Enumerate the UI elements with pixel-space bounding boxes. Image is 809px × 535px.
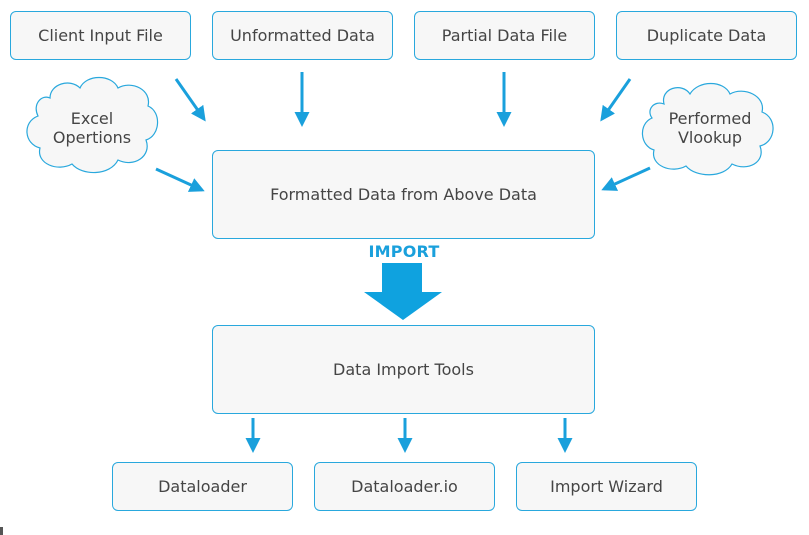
output-box-dataloader-io: Dataloader.io <box>314 462 495 511</box>
import-arrow <box>364 263 442 320</box>
arrow-excel-to-formatted <box>155 167 205 192</box>
output-box-dataloader: Dataloader <box>112 462 293 511</box>
cloud-line: Excel <box>70 109 114 128</box>
source-box-duplicate-data: Duplicate Data <box>616 11 797 60</box>
cloud-line: Vlookup <box>677 128 743 147</box>
cloud-line: Performed <box>668 109 752 128</box>
source-label: Duplicate Data <box>646 26 767 45</box>
output-box-import-wizard: Import Wizard <box>516 462 697 511</box>
source-label: Unformatted Data <box>230 26 375 45</box>
cloud-line: Opertions <box>52 128 132 147</box>
arrow-vlookup-to-formatted <box>601 166 651 191</box>
import-label: IMPORT <box>368 242 440 261</box>
data-import-tools-label: Data Import Tools <box>333 360 474 379</box>
cloud-shape-right <box>641 82 774 176</box>
source-box-unformatted-data: Unformatted Data <box>212 11 393 60</box>
source-box-client-input-file: Client Input File <box>10 11 191 60</box>
formatted-data-label: Formatted Data from Above Data <box>270 185 537 204</box>
arrow-duplicate-to-formatted <box>600 78 632 122</box>
cloud-performed-vlookup: Performed Vlookup <box>658 109 762 147</box>
formatted-data-box: Formatted Data from Above Data <box>212 150 595 239</box>
data-import-tools-box: Data Import Tools <box>212 325 595 414</box>
output-label: Dataloader.io <box>351 477 458 496</box>
cloud-shape-left <box>26 76 159 174</box>
source-label: Client Input File <box>38 26 163 45</box>
corner-mark <box>0 527 3 535</box>
output-label: Dataloader <box>158 477 247 496</box>
arrow-client-to-formatted <box>174 78 206 122</box>
cloud-excel-operations: Excel Opertions <box>40 109 144 147</box>
source-label: Partial Data File <box>441 26 568 45</box>
output-label: Import Wizard <box>550 477 663 496</box>
source-box-partial-data-file: Partial Data File <box>414 11 595 60</box>
